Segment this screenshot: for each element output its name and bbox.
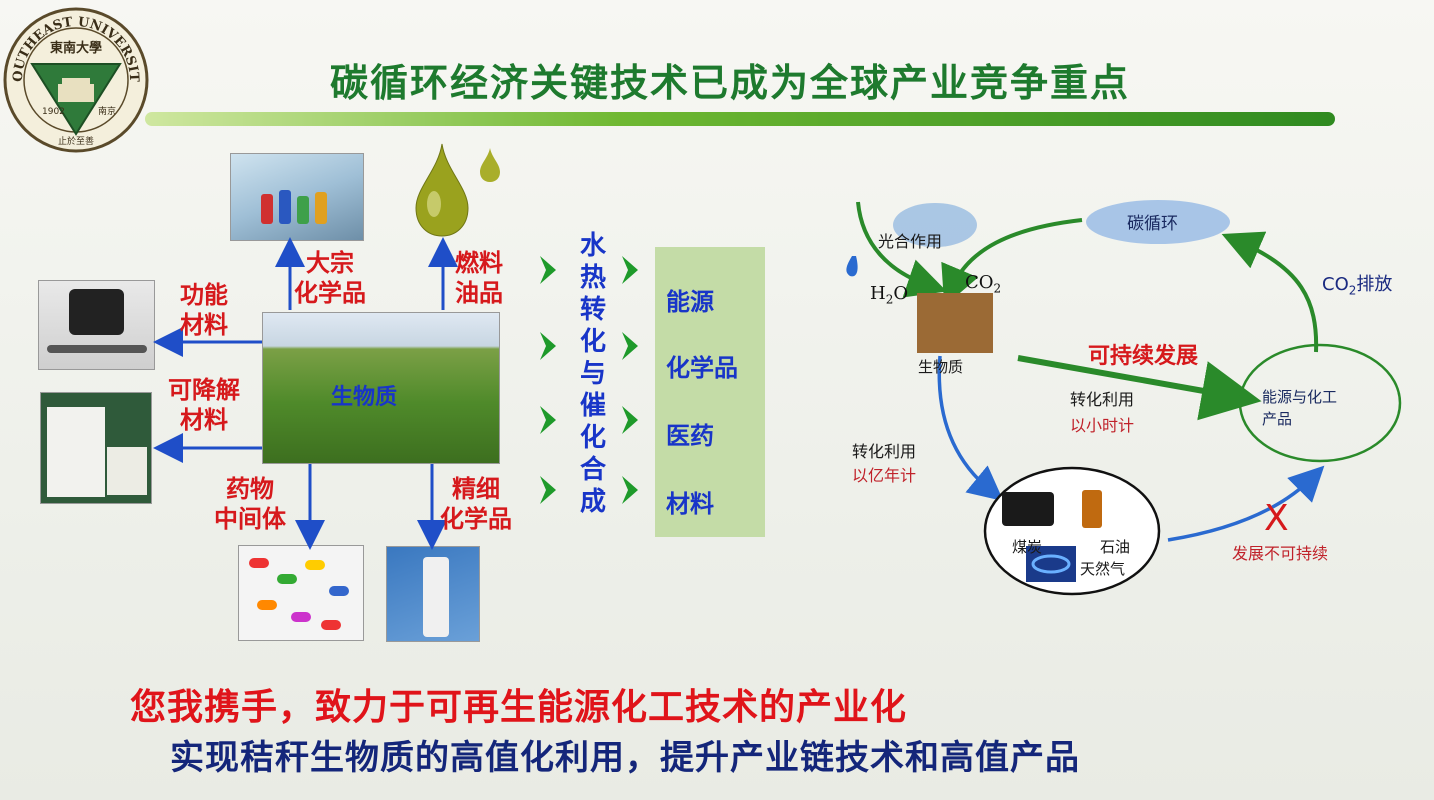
functional-material-image: [38, 280, 155, 370]
pills-image: [238, 545, 364, 641]
coal-photo: [1002, 492, 1054, 526]
product-chemicals: 化学品: [666, 354, 738, 382]
degradable-bag-image: [40, 392, 152, 504]
label-degradable-materials: 可降解材料: [168, 376, 240, 434]
products-box: [655, 247, 765, 537]
energy-products-ellipse: [1238, 343, 1402, 463]
oil-drop-image: [415, 143, 500, 237]
biomass-center-label: 生物质: [331, 385, 398, 410]
lab-glassware-image: [230, 153, 364, 241]
carbon-cycle-ellipse: [1086, 200, 1230, 244]
oil-label: 石油: [1100, 538, 1131, 556]
conversion-years-red: 以亿年计: [852, 466, 917, 485]
energy-products-label: 能源与化工产品: [1262, 388, 1338, 428]
logo-chinese: 東南大學: [50, 40, 102, 56]
conversion-years-label: 转化利用: [852, 442, 917, 461]
label-functional-materials: 功能材料: [180, 281, 228, 339]
product-materials: 材料: [666, 490, 714, 518]
unsustainable-label: 发展不可持续: [1232, 544, 1329, 563]
h2o-label: H2O: [870, 283, 909, 307]
bottom-slogan-line2: 实现秸秆生物质的高值化利用，提升产业链技术和高值产品: [170, 738, 1080, 778]
label-fuel-oil: 燃料油品: [455, 249, 503, 307]
process-vertical-text: 水热 转化 与催 化合 成: [579, 231, 606, 517]
conversion-hours-label: 转化利用: [1070, 390, 1135, 409]
coal-label: 煤炭: [1012, 538, 1043, 556]
bottom-slogan-line1: 您我携手，致力于可再生能源化工技术的产业化: [130, 687, 908, 728]
label-drug-intermediates: 药物中间体: [214, 475, 286, 533]
page-title: 碳循环经济关键技术已成为全球产业竞争重点: [330, 61, 1131, 105]
cloud-shape: [893, 203, 977, 247]
photosynthesis-label: 光合作用: [878, 232, 943, 251]
title-underline: [145, 112, 1335, 126]
logo-year: 1902: [42, 107, 65, 117]
label-bulk-chemicals: 大宗化学品: [294, 249, 366, 307]
gas-label: 天然气: [1080, 560, 1126, 578]
biomass-field-image: 生物质: [262, 312, 500, 464]
fine-chemical-bottle-image: [386, 546, 480, 642]
conversion-hours-red: 以小时计: [1070, 416, 1135, 435]
co2-emission-label: CO2排放: [1322, 274, 1393, 298]
carbon-cycle-label: 碳循环: [1127, 214, 1178, 234]
biomass-photo: [917, 293, 993, 353]
x-mark-icon: X: [1264, 498, 1289, 539]
water-drop-icon: [846, 256, 858, 277]
sustainable-label: 可持续发展: [1088, 344, 1199, 369]
product-energy: 能源: [666, 288, 714, 316]
biomass-right-label: 生物质: [918, 358, 964, 376]
co2-label: CO2: [965, 272, 1002, 296]
oil-photo: [1082, 490, 1102, 528]
logo-motto: 止於至善: [58, 135, 94, 147]
university-logo: SOUTHEAST UNIVERSITY 東南大學 1902 南京 止於至善: [2, 6, 149, 153]
product-medicine: 医药: [666, 422, 714, 450]
label-fine-chemicals: 精细化学品: [440, 475, 512, 533]
logo-city: 南京: [98, 105, 116, 117]
